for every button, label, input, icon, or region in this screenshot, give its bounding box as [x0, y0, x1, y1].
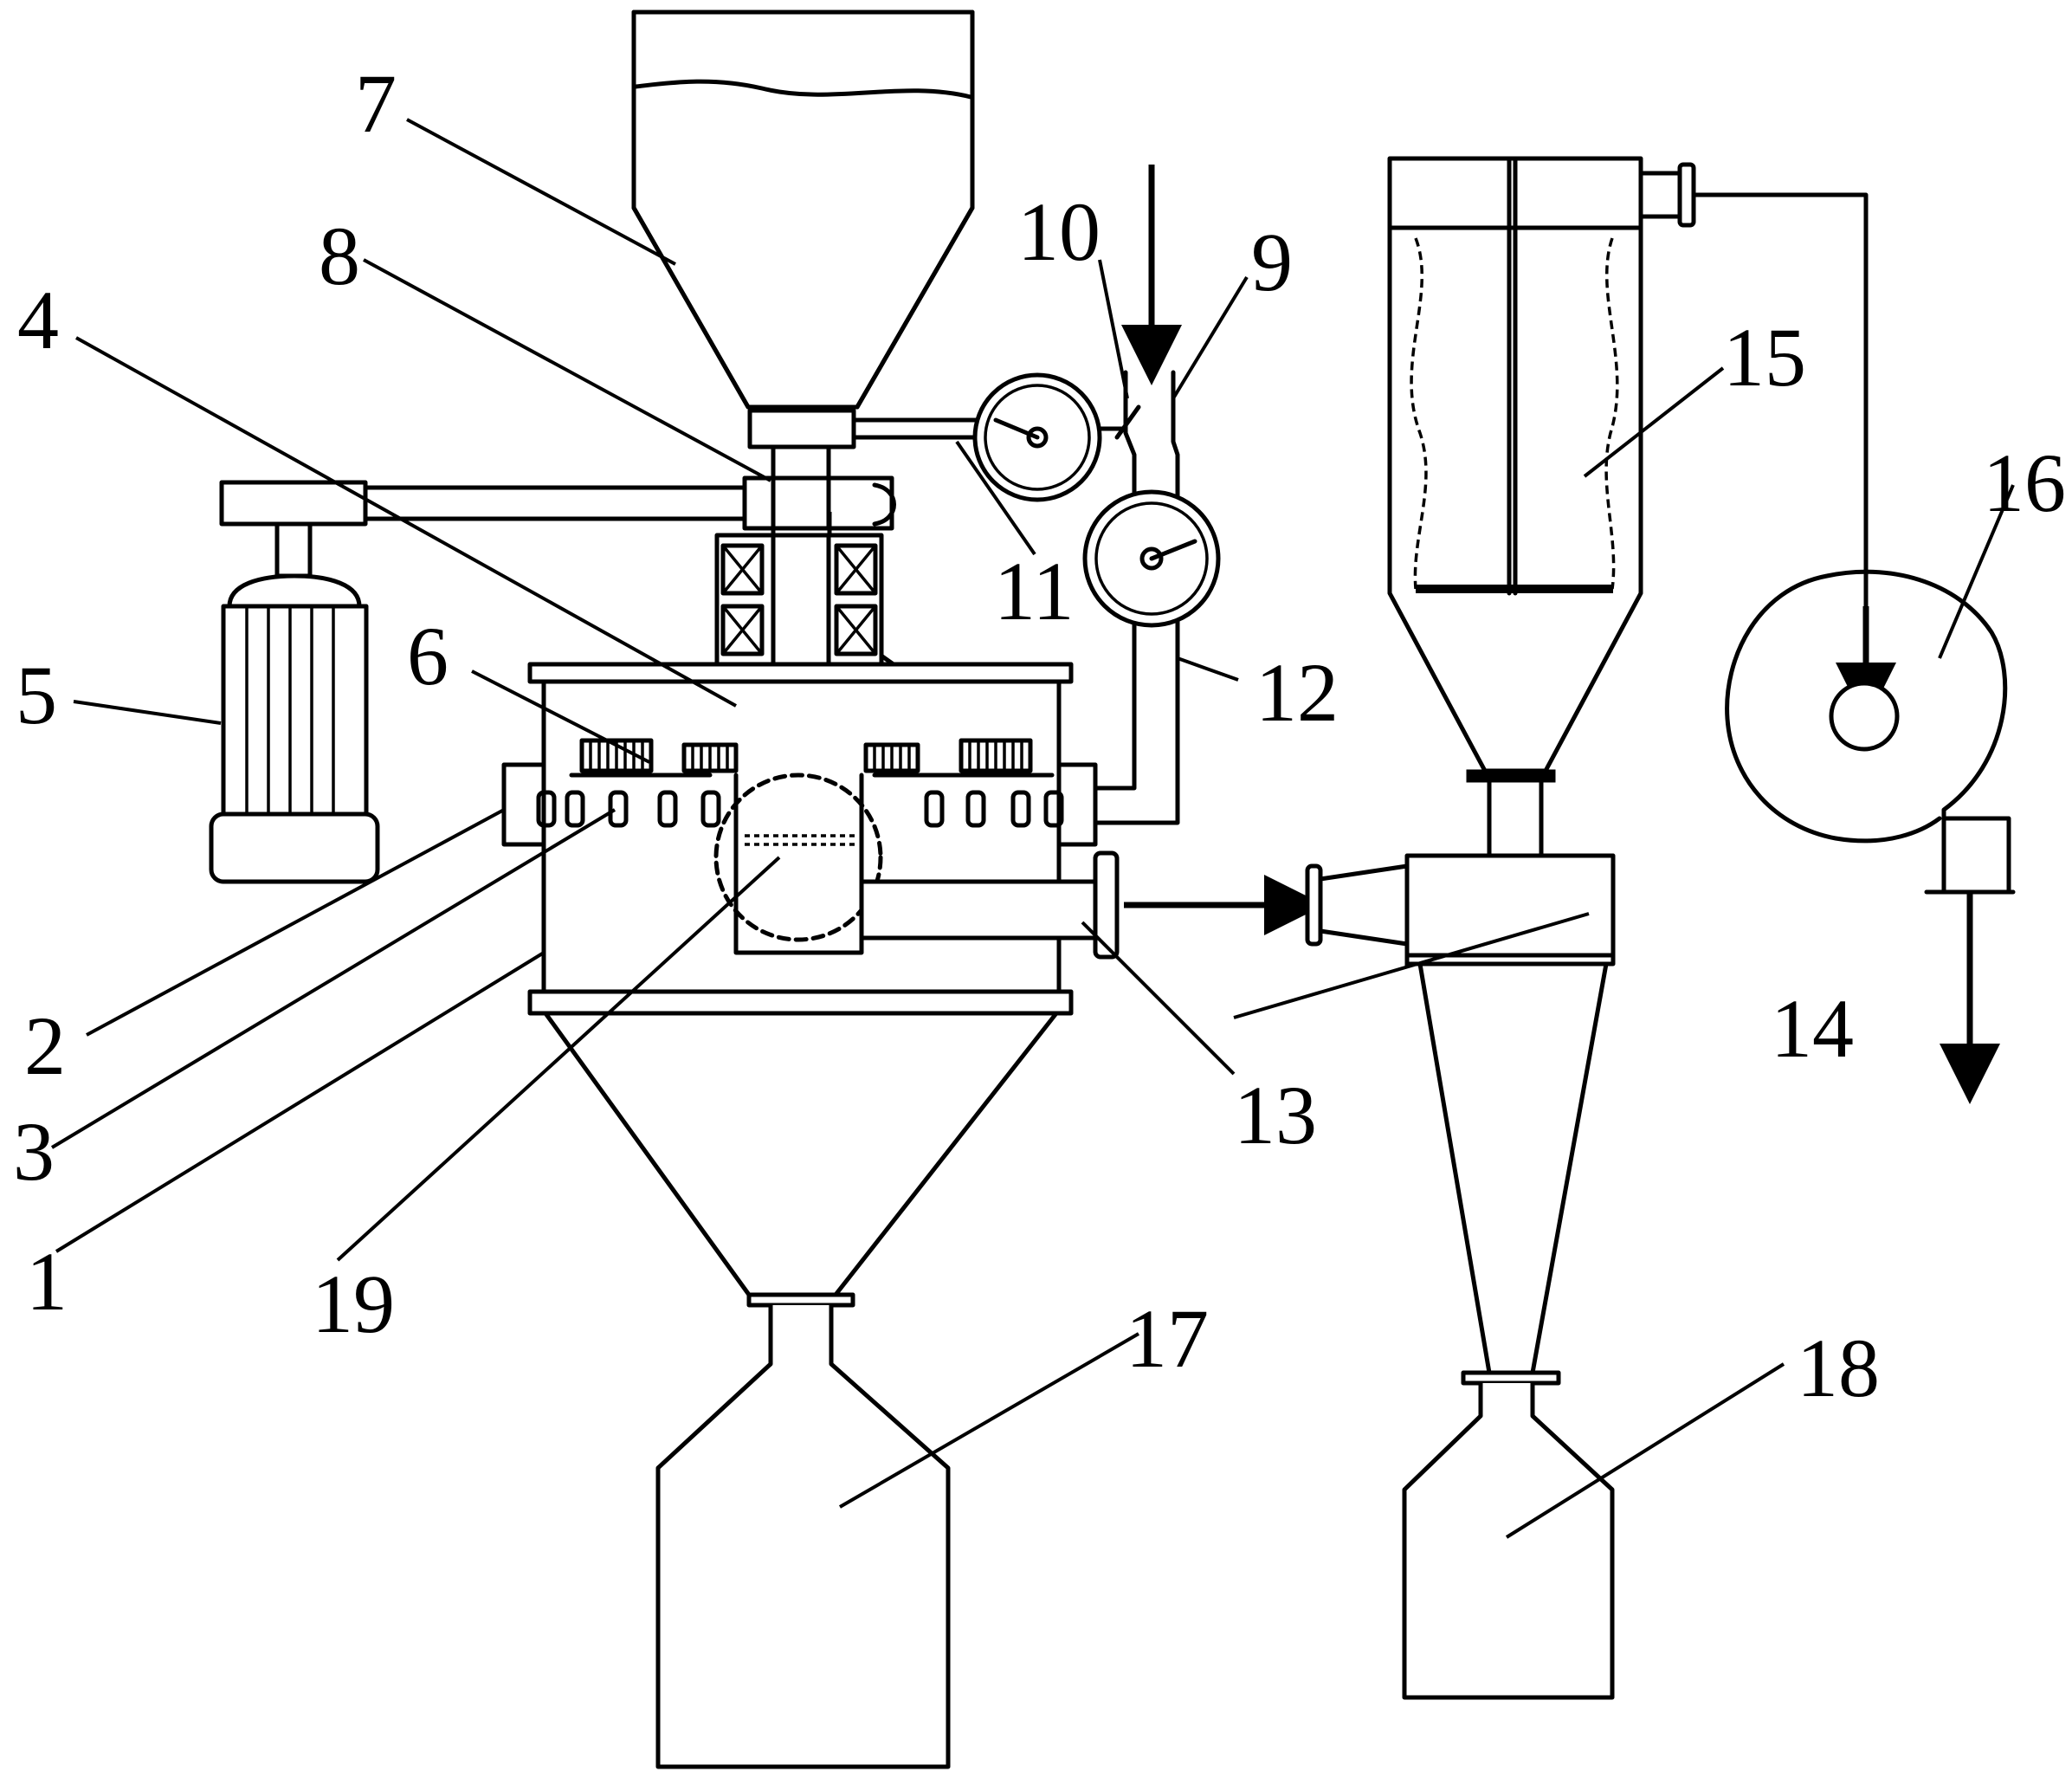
label-19: 19	[312, 1258, 395, 1350]
label-13: 13	[1234, 1069, 1317, 1161]
label-16: 16	[1983, 436, 2066, 529]
motor	[209, 521, 380, 884]
number-labels: 7 8 4 5 6 10 9 11 12 13 14 15 16 2 3 1 1…	[13, 57, 2066, 1414]
label-3: 3	[13, 1105, 55, 1198]
leader-lines	[50, 118, 2015, 1539]
feed-hopper	[631, 10, 975, 410]
air-supply	[851, 165, 1221, 825]
label-9: 9	[1251, 216, 1293, 308]
cyclone-separator	[1124, 769, 1616, 1700]
label-7: 7	[355, 57, 397, 150]
bag-filter	[1387, 156, 1896, 773]
drive-belt	[219, 475, 896, 531]
label-1: 1	[26, 1235, 68, 1328]
label-12: 12	[1255, 646, 1339, 739]
label-14: 14	[1771, 982, 1854, 1075]
label-10: 10	[1017, 185, 1101, 278]
label-18: 18	[1797, 1322, 1880, 1414]
product-collector	[543, 1011, 1059, 1769]
label-8: 8	[319, 210, 360, 302]
bearing-housing	[714, 533, 884, 668]
label-15: 15	[1723, 311, 1806, 404]
mill-housing	[501, 662, 1120, 1016]
label-17: 17	[1126, 1292, 1209, 1385]
label-6: 6	[407, 610, 449, 702]
fan	[1725, 569, 2016, 1104]
label-2: 2	[24, 999, 66, 1092]
label-11: 11	[994, 545, 1074, 637]
label-5: 5	[16, 649, 57, 741]
label-4: 4	[17, 274, 59, 366]
